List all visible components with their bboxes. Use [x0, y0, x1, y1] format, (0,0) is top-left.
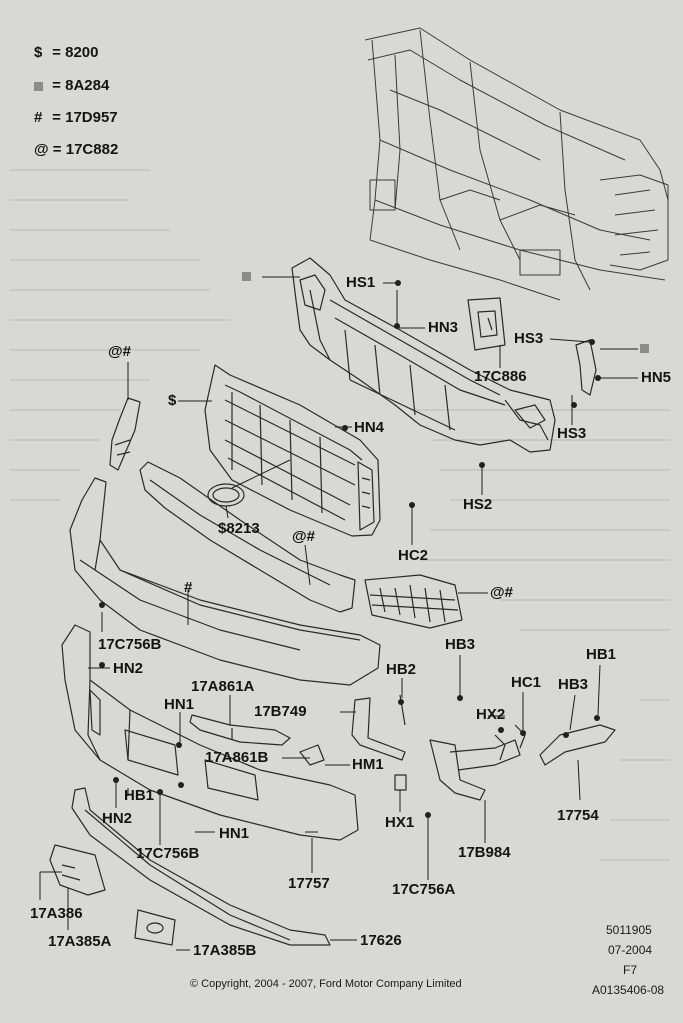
- bracket-17b749: [351, 697, 406, 761]
- legend-code: 8A284: [65, 77, 110, 94]
- legend-row-square: = 8A284: [34, 77, 109, 94]
- callout-17b749: 17B749: [254, 703, 307, 720]
- callout-17c756a: 17C756A: [392, 881, 456, 898]
- radiator-support: [291, 257, 556, 453]
- callout-at-hash-left: @#: [108, 343, 131, 360]
- callout-hb1-left: HB1: [124, 787, 155, 804]
- callout-17a386: 17A386: [30, 905, 83, 922]
- callout-17626: 17626: [360, 932, 402, 949]
- callout-hn1-top: HN1: [164, 696, 195, 713]
- callout-hs3-bottom: HS3: [557, 425, 587, 442]
- legend-code: 17C882: [65, 141, 119, 158]
- callout-17c756b-top: 17C756B: [98, 636, 162, 653]
- upper-bumper-cover: [69, 477, 381, 686]
- callout-hc2: HC2: [398, 547, 429, 564]
- legend-row-dollar: $ = 8200: [34, 44, 99, 61]
- bracket-17754: [539, 724, 616, 766]
- bracket-17a861b: [299, 744, 325, 766]
- callout-at-hash-right: @#: [490, 584, 513, 601]
- legend-code: 8200: [65, 44, 99, 61]
- callout-8213: $8213: [218, 520, 260, 537]
- callout-hb2: HB2: [386, 661, 417, 678]
- callout-17757: 17757: [288, 875, 330, 892]
- callout-hb1-right: HB1: [586, 646, 617, 663]
- bracket-17a386: [49, 844, 106, 896]
- callout-hc1: HC1: [511, 674, 542, 691]
- bracket-17b984: [429, 739, 486, 801]
- reference-figure: A0135406-08: [592, 983, 665, 997]
- callout-at-hash-mid: @#: [292, 528, 315, 545]
- callout-hx1: HX1: [385, 814, 415, 831]
- gray-square-icon: [34, 81, 43, 91]
- callout-dollar-grille: $: [168, 392, 177, 409]
- callout-hb3-right: HB3: [558, 676, 589, 693]
- callout-hn1-bottom: HN1: [219, 825, 250, 842]
- vehicle-front-structure: [364, 27, 669, 301]
- callout-17c756b-bottom: 17C756B: [136, 845, 200, 862]
- reference-page: F7: [623, 963, 638, 977]
- callout-hs2: HS2: [463, 496, 493, 513]
- callout-hn2-bottom: HN2: [102, 810, 133, 827]
- callout-hn2-top: HN2: [113, 660, 144, 677]
- reference-date: 07-2004: [608, 943, 653, 957]
- callout-17a861a: 17A861A: [191, 678, 255, 695]
- callout-hb3-top: HB3: [445, 636, 476, 653]
- callout-hx2: HX2: [476, 706, 506, 723]
- legend-row-at: @ = 17C882: [34, 141, 119, 158]
- callout-hs3-top: HS3: [514, 330, 544, 347]
- legend-symbol: $: [34, 44, 43, 61]
- bracket-17a861a: [189, 714, 291, 746]
- grille: [204, 364, 381, 537]
- air-deflector-17626: [71, 787, 331, 946]
- bracket-hs3: [575, 339, 597, 396]
- bracket-17c886: [467, 297, 506, 351]
- square-marker-radiator-support: [242, 272, 251, 281]
- callout-hn5: HN5: [641, 369, 672, 386]
- callout-17b984: 17B984: [458, 844, 511, 861]
- callout-hm1: HM1: [352, 756, 384, 773]
- legend-code: 17D957: [65, 109, 118, 126]
- copyright-notice: © Copyright, 2004 - 2007, Ford Motor Com…: [190, 978, 462, 990]
- callout-hash-mid: #: [184, 579, 193, 596]
- square-marker-hood-bracket: [640, 344, 649, 353]
- left-deflector: [109, 397, 141, 471]
- legend-symbol: @: [34, 141, 49, 158]
- callout-17a861b: 17A861B: [205, 749, 269, 766]
- callout-hn4: HN4: [354, 419, 385, 436]
- grille-reinforcement: [139, 461, 356, 613]
- callout-hs1: HS1: [346, 274, 376, 291]
- legend-symbol: #: [34, 109, 43, 126]
- reference-code: 5011905: [606, 923, 652, 937]
- lower-bumper: [61, 624, 359, 841]
- callout-17a385b: 17A385B: [193, 942, 257, 959]
- callout-17a385a: 17A385A: [48, 933, 112, 950]
- callout-17754: 17754: [557, 807, 599, 824]
- callout-hn3: HN3: [428, 319, 459, 336]
- legend-row-hash: # = 17D957: [34, 109, 118, 126]
- right-lower-grille: [364, 574, 463, 629]
- background-print-texture: [10, 169, 670, 861]
- callout-17c886: 17C886: [474, 368, 527, 385]
- plate-17a385b: [134, 909, 176, 946]
